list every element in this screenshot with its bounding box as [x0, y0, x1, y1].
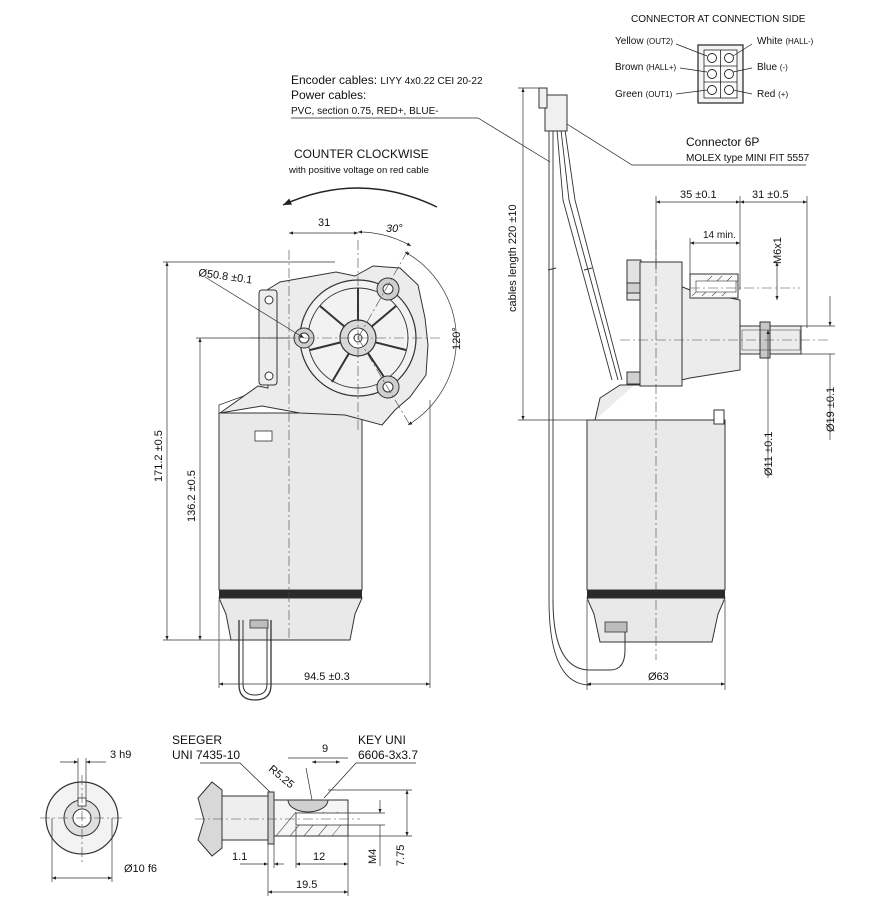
- seeger-label: SEEGER: [172, 733, 222, 747]
- svg-text:White (HALL-): White (HALL-): [757, 36, 814, 47]
- dim-63: Ø63: [648, 671, 669, 683]
- connector-pinout: CONNECTOR AT CONNECTION SIDE Yellow (OUT…: [615, 14, 814, 104]
- dim-10f6: Ø10 f6: [124, 863, 157, 875]
- power-cables-label: Power cables:: [291, 88, 366, 102]
- key-spec: 6606-3x3.7: [358, 748, 418, 762]
- dim-14-min: 14 min.: [703, 230, 736, 241]
- rotation-note: COUNTER CLOCKWISE with positive voltage …: [282, 147, 438, 208]
- front-view: 120° 30° 31 Ø50.8 ±0.1 171.2 ±0.5 136.2 …: [153, 217, 463, 701]
- dim-1-1: 1.1: [232, 851, 247, 863]
- dim-19-5: 19.5: [296, 879, 317, 891]
- svg-text:Encoder cables: LIYY 4x0.22 CE: Encoder cables: LIYY 4x0.22 CEI 20-22: [291, 73, 483, 87]
- seeger-spec: UNI 7435-10: [172, 748, 240, 762]
- dim-m6x1: M6x1: [772, 237, 784, 264]
- connector-name: Connector 6P: [686, 135, 759, 149]
- pin-yellow: Yellow: [615, 36, 644, 47]
- pin-red: Red: [757, 89, 775, 100]
- svg-text:Green (OUT1): Green (OUT1): [615, 89, 673, 100]
- dim-35: 35 ±0.1: [680, 189, 717, 201]
- pin-yellow-sub: (OUT2): [646, 37, 673, 46]
- pin-blue: Blue: [757, 62, 777, 73]
- dim-r5-25: R5.25: [266, 763, 296, 791]
- pin-white-sub: (HALL-): [785, 37, 813, 46]
- shaft-section-view: SEEGER UNI 7435-10 R5.25 9 KEY UNI 6606-…: [172, 733, 418, 896]
- dim-171-2: 171.2 ±0.5: [153, 430, 165, 482]
- connector-side-title: CONNECTOR AT CONNECTION SIDE: [631, 14, 806, 25]
- rotation-title: COUNTER CLOCKWISE: [294, 147, 429, 161]
- svg-text:Brown (HALL+): Brown (HALL+): [615, 62, 676, 73]
- dim-cable-length: cables length 220 ±10: [507, 204, 519, 312]
- pin-brown: Brown: [615, 62, 643, 73]
- angle-30: 30°: [386, 223, 403, 235]
- angle-120: 120°: [451, 327, 463, 350]
- dim-94-5: 94.5 ±0.3: [304, 671, 350, 683]
- pin-green: Green: [615, 89, 643, 100]
- dim-12: 12: [313, 851, 325, 863]
- rotation-subtitle: with positive voltage on red cable: [288, 165, 429, 176]
- connector-type: MOLEX type MINI FIT 5557: [686, 153, 810, 164]
- dim-31-front: 31: [318, 217, 330, 229]
- svg-text:Blue (-): Blue (-): [757, 62, 788, 73]
- dim-19: Ø19 ±0.1: [825, 387, 837, 432]
- dim-11: Ø11 ±0.1: [763, 432, 775, 476]
- cable-labels: Encoder cables: LIYY 4x0.22 CEI 20-22 Po…: [291, 73, 810, 166]
- side-view: cables length 220 ±10 35 ±0.1: [507, 87, 837, 690]
- pin-white: White: [757, 36, 783, 47]
- key-label: KEY UNI: [358, 733, 406, 747]
- dim-7-75: 7.75: [395, 845, 407, 866]
- pin-brown-sub: (HALL+): [646, 63, 676, 72]
- power-cables-spec: PVC, section 0.75, RED+, BLUE-: [291, 106, 439, 117]
- dim-136-2: 136.2 ±0.5: [186, 470, 198, 522]
- shaft-end-view: 3 h9 Ø10 f6: [40, 749, 157, 882]
- dim-9: 9: [322, 743, 328, 755]
- svg-text:Yellow (OUT2): Yellow (OUT2): [615, 36, 673, 47]
- encoder-cables-spec: LIYY 4x0.22 CEI 20-22: [380, 76, 483, 87]
- dim-3h9: 3 h9: [110, 749, 131, 761]
- dim-50-8: Ø50.8 ±0.1: [198, 267, 254, 286]
- dim-31-side: 31 ±0.5: [752, 189, 789, 201]
- dim-m4: M4: [367, 849, 379, 864]
- pin-blue-sub: (-): [780, 63, 788, 72]
- encoder-cables-label: Encoder cables:: [291, 73, 377, 87]
- svg-text:Red (+): Red (+): [757, 89, 788, 100]
- pin-green-sub: (OUT1): [646, 90, 673, 99]
- pin-red-sub: (+): [778, 90, 788, 99]
